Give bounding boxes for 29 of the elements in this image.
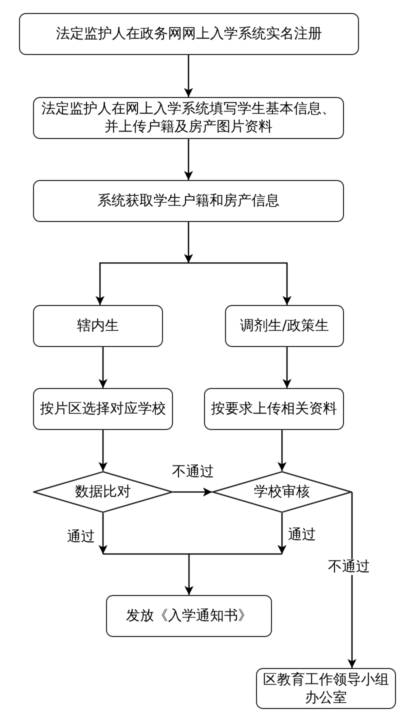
arrow — [282, 347, 292, 388]
process-box: 按片区选择对应学校 — [33, 388, 173, 430]
arrow — [96, 262, 188, 305]
process-box: 辖内生 — [33, 305, 163, 347]
arrow — [102, 553, 283, 596]
process-box: 调剂生/政策生 — [225, 305, 344, 347]
edge-label: 不通过 — [327, 559, 371, 575]
arrow — [184, 139, 193, 180]
process-box: 法定监护人在网上入学系统填写学生基本信息、并上传户籍及房产图片资料 — [33, 97, 344, 139]
arrow — [188, 262, 292, 305]
arrow — [173, 488, 212, 496]
arrow — [98, 430, 108, 471]
edge-label: 不通过 — [171, 464, 215, 480]
arrow — [184, 55, 193, 97]
arrow — [98, 347, 108, 388]
arrow — [348, 492, 356, 668]
edge-label: 通过 — [66, 529, 96, 545]
arrow — [98, 513, 108, 554]
arrow — [278, 430, 286, 471]
edge-label: 通过 — [287, 527, 317, 543]
process-box: 系统获取学生户籍和房产信息 — [33, 180, 344, 222]
decision-diamond: 数据比对 — [33, 471, 173, 513]
arrow — [184, 222, 193, 263]
decision-diamond: 学校审核 — [212, 471, 352, 513]
process-box: 发放《入学通知书》 — [106, 595, 272, 637]
process-box: 法定监护人在政务网网上入学系统实名注册 — [19, 13, 359, 55]
process-box: 区教育工作领导小组办公室 — [256, 668, 396, 709]
process-box: 按要求上传相关资料 — [204, 388, 344, 430]
arrow — [278, 513, 286, 554]
